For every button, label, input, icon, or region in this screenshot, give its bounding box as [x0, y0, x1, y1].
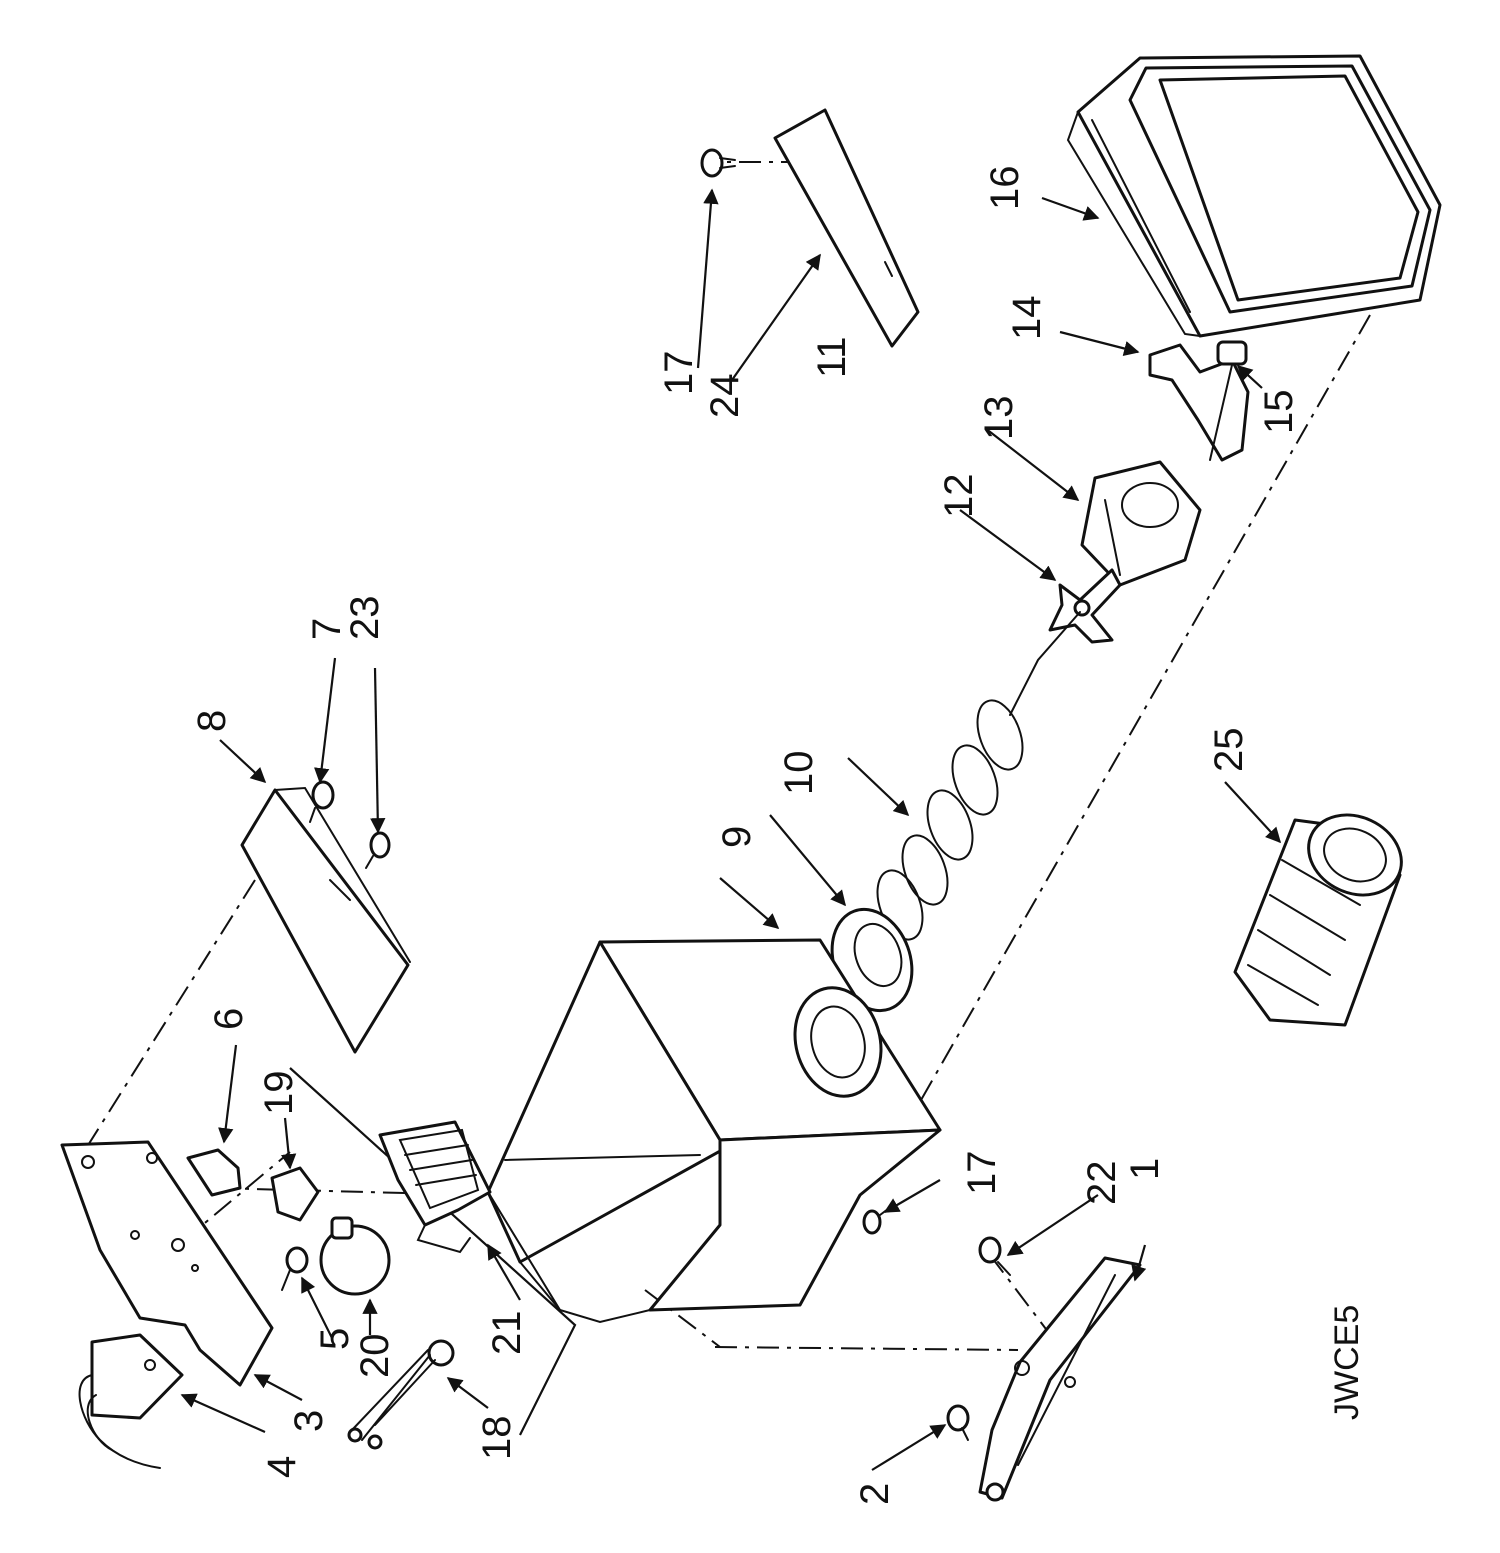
leader-arrows: [180, 188, 1282, 1471]
part-22-screw: [978, 1236, 1011, 1276]
callout-10: 10: [777, 751, 821, 796]
part-16-lid: [1066, 54, 1442, 338]
callout-11: 11: [810, 336, 854, 378]
part-9-bucket: [486, 938, 942, 1324]
callout-17-lower: 17: [960, 1151, 1004, 1196]
callout-16: 16: [983, 166, 1027, 211]
callout-14: 14: [1005, 296, 1049, 341]
drawing-code: JWCE5: [1328, 1305, 1366, 1420]
callout-8: 8: [190, 710, 234, 732]
callout-21: 21: [485, 1311, 529, 1356]
part-5-screw: [281, 1246, 309, 1291]
part-3-plate: [60, 1140, 274, 1387]
callout-25: 25: [1207, 728, 1251, 773]
part-15-nut: [1209, 340, 1248, 461]
part-17-screw-top: [700, 148, 736, 178]
part-4-motor: [78, 1333, 184, 1469]
part-18-cord: [347, 1339, 455, 1450]
callout-6: 6: [207, 1008, 251, 1030]
callout-labels: 16 14 15 13 12 11 10 9 25 17 24 8 7 23 6…: [190, 166, 1366, 1506]
part-1-rail: [978, 1256, 1142, 1502]
callout-9: 9: [715, 826, 759, 848]
part-8-deflector: [240, 786, 411, 1054]
part-6-clip: [186, 1148, 242, 1197]
part-11-coil: [876, 611, 1081, 941]
callout-3: 3: [287, 1410, 331, 1432]
part-10-bearing: [830, 907, 914, 1013]
callout-12: 12: [937, 474, 981, 519]
callout-7: 7: [305, 618, 349, 640]
callout-13: 13: [977, 396, 1021, 441]
part-19-socket: [270, 1166, 320, 1222]
part-24-strip: [773, 108, 920, 348]
callout-5: 5: [313, 1328, 357, 1350]
part-14-bracket: [1148, 343, 1250, 462]
callout-1: 1: [1123, 1158, 1167, 1180]
callout-19: 19: [257, 1071, 301, 1116]
part-2-screw: [946, 1404, 970, 1441]
callout-18: 18: [475, 1416, 519, 1461]
part-13-housing: [1080, 460, 1202, 587]
callout-2: 2: [853, 1483, 897, 1505]
part-23-screw: [365, 831, 391, 869]
callout-17-top: 17: [657, 351, 701, 396]
callout-4: 4: [260, 1456, 304, 1478]
callout-20: 20: [353, 1334, 397, 1379]
callout-23: 23: [343, 596, 387, 641]
part-21-grille: [378, 1120, 492, 1254]
part-12-propeller: [1048, 568, 1122, 644]
part-25-sleeve: [1233, 813, 1403, 1027]
callout-24: 24: [703, 374, 747, 419]
part-20-bulb: [319, 1216, 391, 1296]
callout-15: 15: [1257, 390, 1301, 435]
callout-22: 22: [1080, 1161, 1124, 1206]
